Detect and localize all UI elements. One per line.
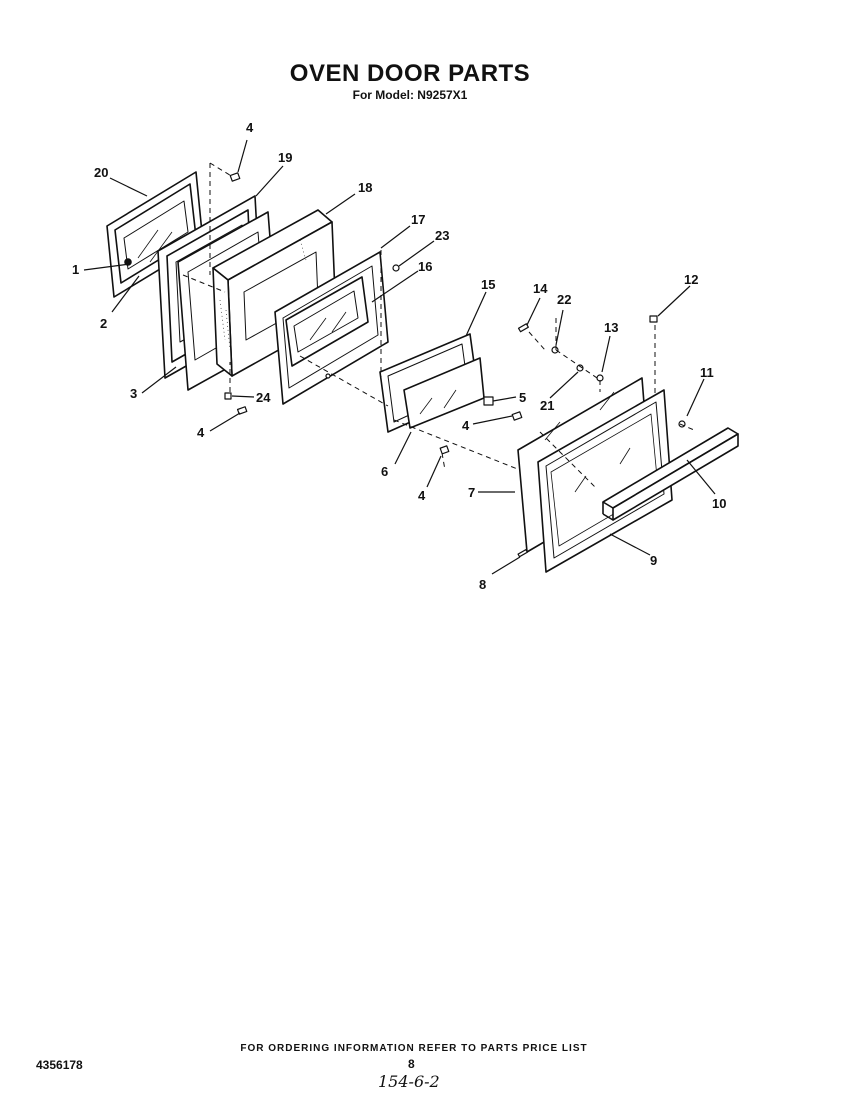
- callout-8: 8: [479, 577, 486, 592]
- callout-10: 10: [712, 496, 726, 511]
- page-number: 8: [408, 1057, 415, 1071]
- callout-13: 13: [604, 320, 618, 335]
- callout-1: 1: [72, 262, 79, 277]
- assembly-lines: [182, 162, 695, 489]
- callout-23: 23: [435, 228, 449, 243]
- callout-9: 9: [650, 553, 657, 568]
- callout-4-low: 4: [418, 488, 426, 503]
- part-9-outer-door-frame: [537, 389, 673, 573]
- callout-20: 20: [94, 165, 108, 180]
- callout-12: 12: [684, 272, 698, 287]
- callout-2: 2: [100, 316, 107, 331]
- callout-18: 18: [358, 180, 372, 195]
- small-hardware: [224, 172, 686, 558]
- callout-7: 7: [468, 485, 475, 500]
- callout-4-mid: 4: [462, 418, 470, 433]
- callout-6: 6: [381, 464, 388, 479]
- part-10-door-handle: [602, 427, 739, 521]
- part-16-window-glass: [285, 276, 369, 367]
- leader-lines: [83, 139, 716, 575]
- callout-4-top: 4: [246, 120, 254, 135]
- callout-labels: 4 19 20 18 17 23 16 1 2 3 24 4 15 5 4 6 …: [72, 120, 726, 592]
- callout-19: 19: [278, 150, 292, 165]
- callout-3: 3: [130, 386, 137, 401]
- callout-22: 22: [557, 292, 571, 307]
- callout-4-left: 4: [197, 425, 205, 440]
- callout-16: 16: [418, 259, 432, 274]
- callout-21: 21: [540, 398, 554, 413]
- callout-24: 24: [256, 390, 271, 405]
- callout-17: 17: [411, 212, 425, 227]
- callout-5: 5: [519, 390, 526, 405]
- model-subtitle: For Model: N9257X1: [352, 88, 468, 102]
- callout-14: 14: [533, 281, 548, 296]
- callout-15: 15: [481, 277, 495, 292]
- part-18-insulation: [212, 209, 337, 377]
- page-title: OVEN DOOR PARTS: [289, 60, 531, 87]
- callout-11: 11: [700, 365, 714, 380]
- document-number: 4356178: [36, 1058, 83, 1072]
- handwritten-note: 154-6-2: [378, 1072, 440, 1091]
- ordering-info-note: FOR ORDERING INFORMATION REFER TO PARTS …: [240, 1043, 588, 1054]
